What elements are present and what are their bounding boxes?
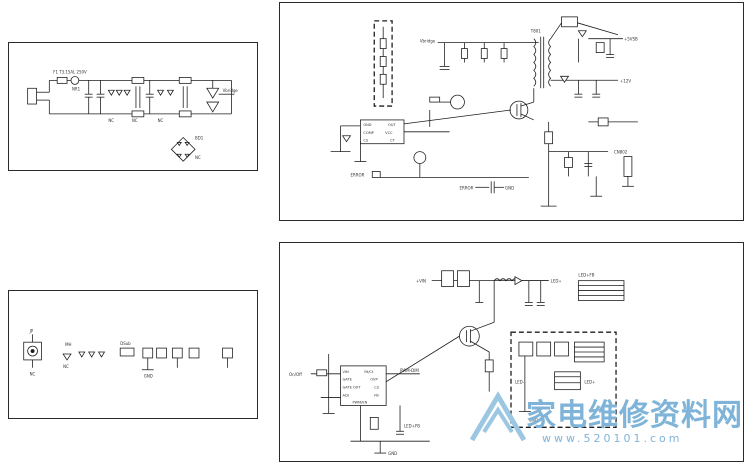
gnd-label: GND: [144, 374, 153, 379]
nc-label-4: NC: [195, 155, 201, 160]
ic-pin-gate: GATE: [343, 378, 353, 382]
transistor: [450, 94, 465, 110]
ic-pin-fb: FB: [374, 394, 379, 398]
transformer: [533, 36, 552, 89]
varistor-label: NR1: [72, 86, 81, 91]
nc-label-2: NC: [132, 118, 138, 123]
ic-pin-gateout: GATE OUT: [343, 386, 362, 390]
ic-pin-vcc: VCC: [385, 131, 393, 135]
connector-label: CN802: [614, 150, 628, 155]
ic-pin-ovp: OVP: [370, 378, 378, 382]
jack-label: JP: [29, 328, 34, 333]
ic-pin-rtct: Rt/Ct: [364, 370, 374, 374]
feedback-label: ERROR: [350, 172, 364, 177]
led-fb-label: LED+FB: [578, 273, 594, 278]
fuse: [56, 77, 68, 84]
ic-pin-cs: CS: [374, 386, 379, 390]
nc-label-1: NC: [108, 118, 114, 123]
gnd-label: GND: [388, 451, 397, 456]
led-output-block-outline: [510, 331, 617, 428]
mh-label: MH: [65, 342, 71, 347]
transformer-label: T801: [530, 29, 541, 34]
mounting-holes: [62, 351, 106, 361]
boost-diode: [514, 276, 523, 286]
gnd-label: GND: [505, 185, 514, 190]
led-fb-bottom-label: LED+FB: [404, 423, 420, 428]
jack-nc-label: NC: [30, 372, 36, 377]
led-neg-label: LED-: [515, 380, 525, 385]
dc-jack: [23, 334, 42, 368]
schematic-panel-misc: JP NC MH NC DSub GND: [8, 290, 258, 419]
optional-block-outline: [373, 20, 393, 107]
input-capacitor-bank: [441, 270, 454, 287]
output-connector: [623, 156, 633, 177]
ic-pin-adj: ADJ: [343, 394, 349, 398]
schematic-panel-ac-input: F1 T3.15AL 250V NR1 NC NC NC: [8, 42, 258, 171]
optocoupler-transistor: [413, 151, 427, 164]
ac-input-schematic: F1 T3.15AL 250V NR1 NC NC NC: [27, 70, 239, 162]
button-component: [119, 347, 135, 357]
boost-inductor: [493, 278, 519, 282]
ac-connector: [27, 87, 37, 105]
emi-filter: [84, 77, 192, 118]
varistor: [70, 76, 80, 85]
ic-pin-out: OUT: [388, 123, 396, 127]
led-pos-block-label: LED+: [584, 380, 595, 385]
fuse-label: F1 T3.15AL 250V: [53, 70, 87, 75]
watermark-url: www.520101.com: [542, 432, 683, 445]
misc-schematic: JP NC MH NC DSub GND: [23, 328, 233, 379]
led-driver-schematic: +VIN LED+ LED+FB: [289, 270, 625, 456]
led-mosfet: [459, 280, 495, 353]
watermark: 家电维修资料网 www.520101.com: [468, 388, 748, 466]
led-output-connectors: [518, 341, 605, 412]
ic-pin-cs: CS: [363, 139, 368, 143]
vin-label: +VIN: [416, 279, 426, 284]
ic-pin-gnd: GND: [363, 123, 371, 127]
bridge-rectifier: [206, 80, 235, 113]
bridge-label: BD1: [195, 135, 204, 140]
schematic-panel-flyback: Vbridge T801 +5VSB +12V: [279, 2, 744, 221]
led-driver-ic: [340, 365, 387, 406]
pwm-dim-label: PWM-DIM: [400, 368, 419, 373]
small-connectors: [141, 347, 233, 371]
led-connector: [577, 280, 625, 301]
nc-label-3: NC: [158, 118, 164, 123]
bridge-diamond: [170, 136, 196, 162]
ic-pin-vin: VIN: [343, 370, 349, 374]
ic-pin-ct: CT: [390, 139, 395, 143]
rail-12v-label: +12V: [620, 78, 631, 83]
error-label: ERROR: [459, 185, 473, 190]
switching-mosfet: [509, 88, 535, 121]
rail-5vsb-label: +5VSB: [624, 37, 638, 42]
ic-pin-pwmen: PWM/EN: [352, 401, 367, 405]
button-label: DSub: [120, 341, 131, 346]
onoff-label: On/Off: [289, 372, 302, 377]
watermark-logo-icon: [469, 391, 527, 442]
led-pos-label: LED+: [551, 279, 562, 284]
ic-pin-comp: COMP: [363, 131, 374, 135]
block-gnd-label: GND: [529, 417, 538, 422]
flyback-schematic: Vbridge T801 +5VSB +12V: [330, 16, 638, 207]
mh-nc-label: NC: [63, 364, 69, 369]
schematic-panel-led-driver: +VIN LED+ LED+FB: [279, 242, 744, 462]
watermark-text: 家电维修资料网: [526, 398, 743, 433]
vbridge-label: Vbridge: [223, 88, 239, 93]
vbridge-label: Vbridge: [420, 39, 436, 44]
